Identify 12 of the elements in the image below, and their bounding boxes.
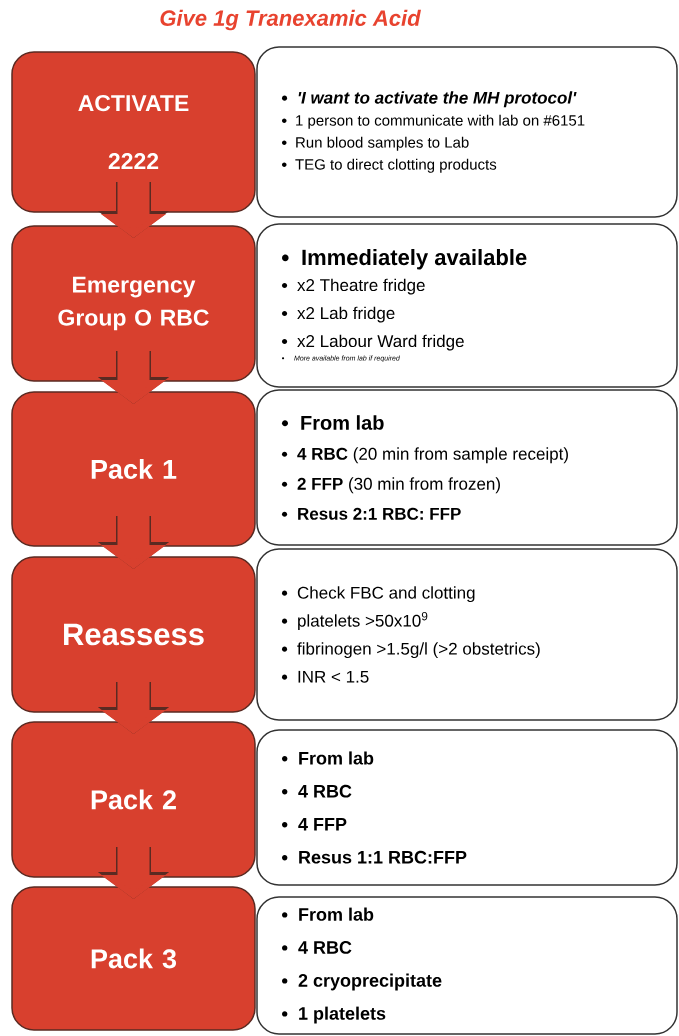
step-box: ACTIVATE 2222 — [11, 51, 256, 213]
info-box: From lab 4 RBC (20 min from sample receipt) 2 FFP (30 min from frozen) Resus 2:1 RBC: FFP — [256, 389, 678, 546]
info-box: Check FBC and clotting platelets >50x10$^{9}$ fibrinogen >1.5g/l (>2 obstetrics) INR < 1.5 — [256, 548, 678, 721]
info-box: From lab 4 RBC 4 FFP Resus 1:1 RBC:FFP — [256, 729, 678, 886]
step-box: Pack 2 — [11, 721, 256, 878]
info-box: 'I want to activate the MH protocol' 1 person to communicate with lab on #6151 Run blood samples to Lab TEG to direct clotting products — [256, 46, 678, 218]
info-box: From lab 4 RBC 2 cryoprecipitate 1 platelets — [256, 896, 678, 1035]
step-box: Pack 3 — [11, 886, 256, 1031]
step-box: Pack 1 — [11, 391, 256, 547]
step-box: Reassess — [11, 556, 256, 713]
step-box: Emergency Group O RBC — [11, 225, 256, 382]
title: Give 1g Tranexamic Acid — [160, 9, 421, 31]
